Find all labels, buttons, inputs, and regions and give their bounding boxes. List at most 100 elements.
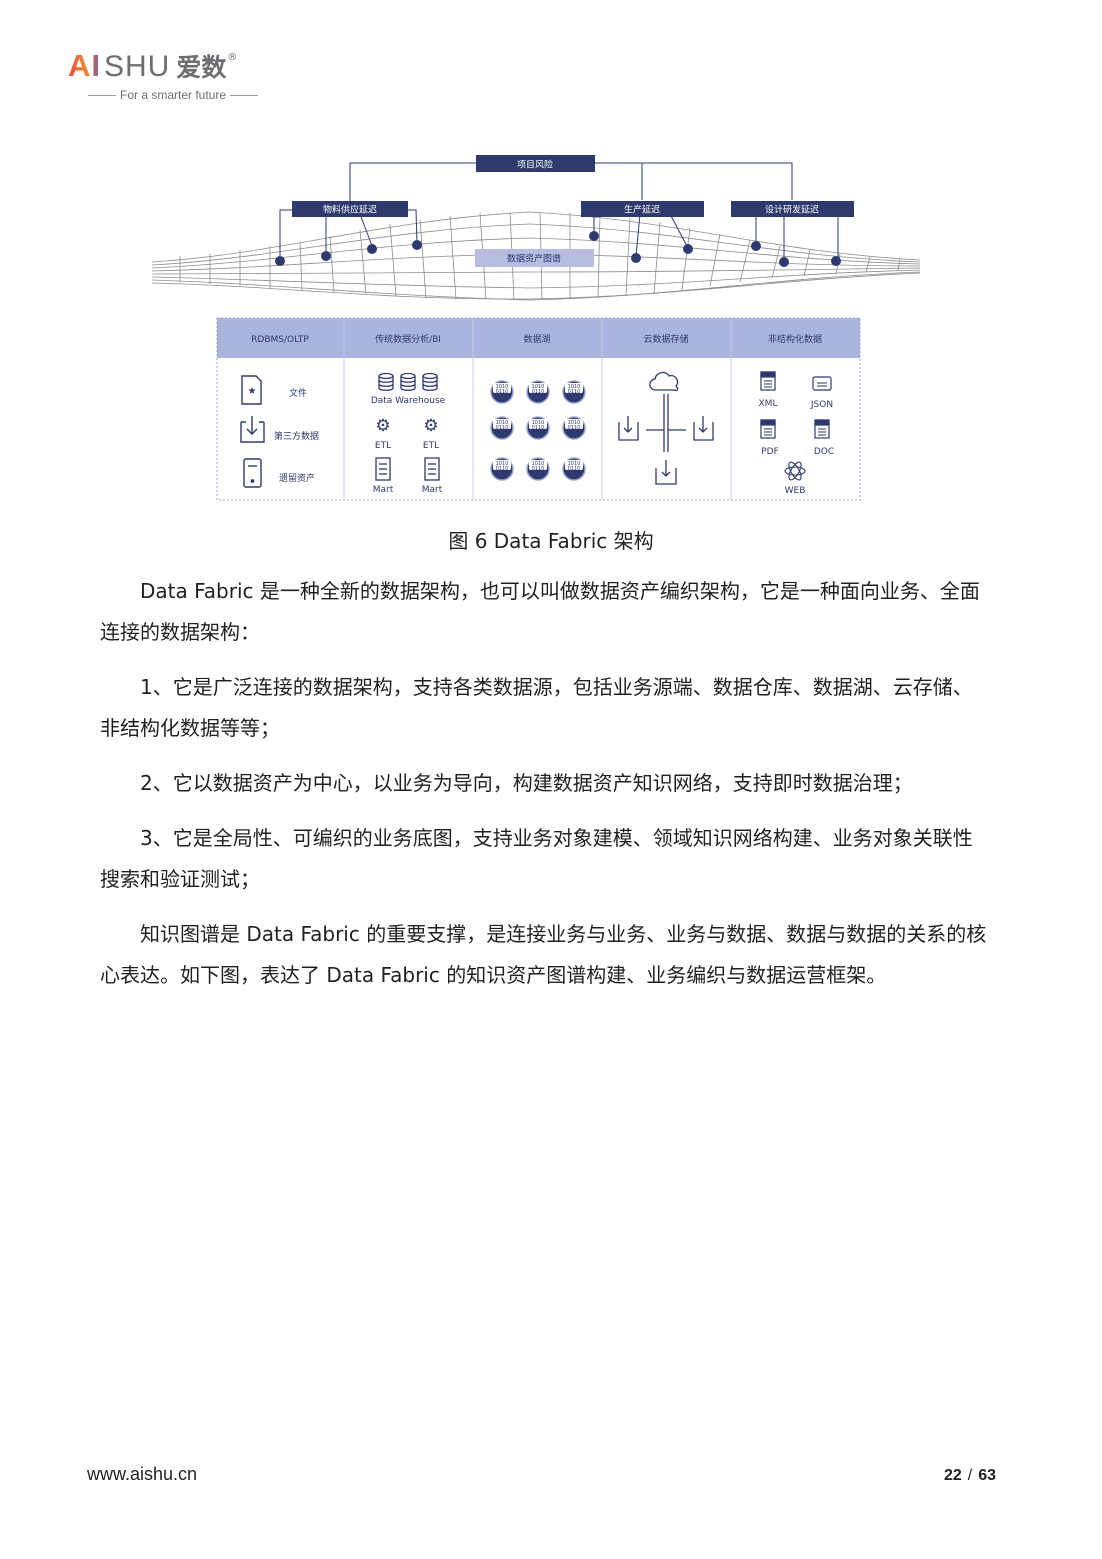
tagline-text: For a smarter future <box>120 88 227 102</box>
col2-mart-label: Mart <box>422 485 443 495</box>
fabric-nodes <box>275 231 841 267</box>
fabric-node <box>779 257 789 267</box>
fabric-node <box>683 244 693 254</box>
binary-chip-text: 0110 <box>568 466 581 472</box>
col5-xml-label: XML <box>759 399 778 409</box>
col-header-rdbms: RDBMS/OLTP <box>251 335 309 345</box>
col-header-datalake: 数据湖 <box>523 333 550 345</box>
binary-chip-text: 0110 <box>496 425 509 431</box>
col1-thirdparty-label: 第三方数据 <box>274 430 319 442</box>
fabric-node <box>589 231 599 241</box>
paragraph-line: 2、它以数据资产为中心，以业务为导向，构建数据资产知识网络，支持即时数据治理； <box>140 771 913 795</box>
binary-chip-text: 1010 <box>532 461 545 467</box>
risk-label-production: 生产延迟 <box>624 204 660 216</box>
fabric-mesh <box>151 211 921 301</box>
binary-chip-text: 0110 <box>532 389 545 395</box>
binary-chip-grid: 1010011010100110101001101010011010100110… <box>490 380 586 481</box>
col1-file-label: 文件 <box>289 387 307 399</box>
binary-chip-text: 1010 <box>496 461 509 467</box>
device-icon <box>243 458 262 488</box>
file-icon <box>241 375 262 405</box>
fabric-node <box>751 241 761 251</box>
col-header-bi: 传统数据分析/BI <box>375 333 441 345</box>
doc-lines <box>764 380 827 436</box>
data-source-table: RDBMS/OLTP 传统数据分析/BI 数据湖 云数据存储 非结构化数据 ★ … <box>216 317 861 501</box>
paragraph-2: 1、它是广泛连接的数据架构，支持各类数据源，包括业务源端、数据仓库、数据湖、云存… <box>100 667 1000 749</box>
paragraph-line: 知识图谱是 Data Fabric 的重要支撑，是连接业务与业务、业务与数据、数… <box>140 922 987 946</box>
risk-box-design <box>731 201 854 217</box>
fabric-node <box>631 253 641 263</box>
page-number: 22 / 63 <box>944 1467 996 1485</box>
figure-caption: 图 6 Data Fabric 架构 <box>448 529 654 553</box>
fabric-node <box>275 256 285 266</box>
inbox-icon <box>655 460 677 485</box>
col5-doc-label: DOC <box>814 447 834 457</box>
col2-warehouse-label: Data Warehouse <box>371 396 446 406</box>
data-fabric-diagram: 项目风险 物料供应延迟 生产延迟 设计研发延迟 数据资产图谱 RDBMS/OLT… <box>151 155 921 501</box>
binary-chip-text: 0110 <box>568 389 581 395</box>
project-risk-label: 项目风险 <box>517 159 553 171</box>
star-icon: ★ <box>248 386 257 397</box>
page-separator: / <box>967 1467 973 1484</box>
data-fabric-figure: 项目风险 物料供应延迟 生产延迟 设计研发延迟 数据资产图谱 RDBMS/OLT… <box>150 150 930 510</box>
col5-web-label: WEB <box>785 486 806 496</box>
binary-chip-text: 0110 <box>532 466 545 472</box>
binary-chip-text: 1010 <box>568 420 581 426</box>
col5-pdf-label: PDF <box>761 447 779 457</box>
binary-chip-text: 0110 <box>496 389 509 395</box>
cloud-icon <box>649 371 679 392</box>
paragraph-line: 非结构化数据等等； <box>100 716 280 740</box>
inbox-icon <box>693 416 714 441</box>
server-icons <box>375 457 440 481</box>
fabric-label: 数据资产图谱 <box>507 253 561 265</box>
total-pages: 63 <box>978 1467 997 1484</box>
fabric-node <box>412 240 422 250</box>
risk-connectors <box>279 162 839 260</box>
paragraph-line: 3、它是全局性、可编织的业务底图，支持业务对象建模、领域知识网络构建、业务对象关… <box>140 826 973 850</box>
gear-icon: ⚙ <box>375 416 390 436</box>
paragraph-line: 1、它是广泛连接的数据架构，支持各类数据源，包括业务源端、数据仓库、数据湖、云存… <box>140 675 973 699</box>
logo-tagline: For a smarter future <box>84 88 262 102</box>
fabric-node <box>831 256 841 266</box>
paragraph-5: 知识图谱是 Data Fabric 的重要支撑，是连接业务与业务、业务与数据、数… <box>100 914 1000 996</box>
binary-chip-text: 1010 <box>496 384 509 390</box>
database-icons <box>378 372 438 391</box>
logo-chinese-text: 爱数 <box>176 53 227 82</box>
col2-etl-label: ETL <box>375 441 391 451</box>
paragraph-line: 连接的数据架构： <box>100 620 260 644</box>
footer-url: www.aishu.cn <box>87 1464 198 1484</box>
paragraph-line: 心表达。如下图，表达了 Data Fabric 的知识资产图谱构建、业务编织与数… <box>100 963 887 987</box>
risk-box-supply <box>292 201 408 217</box>
fabric-node <box>321 251 331 261</box>
binary-chip-text: 0110 <box>532 425 545 431</box>
col2-etl-label: ETL <box>423 441 439 451</box>
col5-json-label: JSON <box>810 400 833 410</box>
binary-chip-text: 1010 <box>568 384 581 390</box>
col1-legacy-label: 遗留资产 <box>279 472 315 484</box>
risk-label-design: 设计研发延迟 <box>765 204 819 216</box>
registered-mark: ® <box>227 52 238 63</box>
logo-shu-text: SHU <box>104 50 171 83</box>
binary-chip-text: 1010 <box>568 461 581 467</box>
atom-icon <box>784 461 806 481</box>
paragraph-1: Data Fabric 是一种全新的数据架构，也可以叫做数据资产编织架构，它是一… <box>100 571 1000 653</box>
fabric-label-box <box>475 249 594 267</box>
logo-ai-text: AI <box>68 48 101 83</box>
gear-icon: ⚙ <box>423 416 438 436</box>
col2-mart-label: Mart <box>373 485 394 495</box>
download-box-icon <box>240 416 265 443</box>
binary-chip-text: 1010 <box>496 420 509 426</box>
paragraph-4: 3、它是全局性、可编织的业务底图，支持业务对象建模、领域知识网络构建、业务对象关… <box>100 818 1000 900</box>
binary-chip-text: 0110 <box>568 425 581 431</box>
binary-chip-text: 1010 <box>532 384 545 390</box>
paragraph-line: Data Fabric 是一种全新的数据架构，也可以叫做数据资产编织架构，它是一… <box>140 579 980 603</box>
paragraph-line: 搜索和验证测试； <box>100 867 260 891</box>
risk-label-supply: 物料供应延迟 <box>323 204 377 216</box>
project-risk-box <box>476 155 595 172</box>
current-page: 22 <box>944 1467 962 1484</box>
paragraph-3: 2、它以数据资产为中心，以业务为导向，构建数据资产知识网络，支持即时数据治理； <box>100 763 1000 804</box>
fabric-node <box>367 244 377 254</box>
col-header-unstructured: 非结构化数据 <box>768 333 822 345</box>
aishu-logo: AI SHU 爱数 ® For a smarter future <box>68 48 262 102</box>
binary-chip-text: 1010 <box>532 420 545 426</box>
